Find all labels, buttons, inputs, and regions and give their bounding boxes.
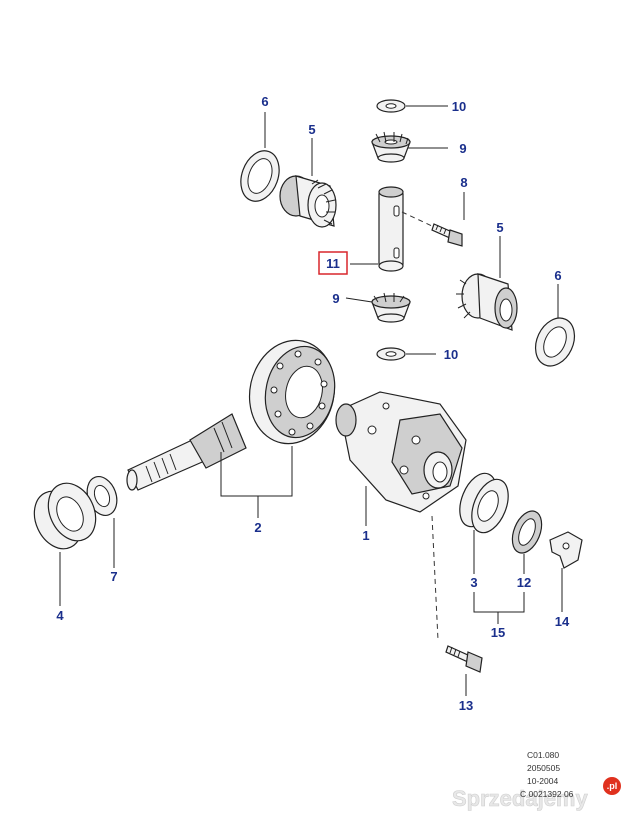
reference-line-1: C01.080 [527, 750, 559, 760]
part-washer-upper [376, 99, 406, 113]
callout-3: 3 [470, 575, 477, 590]
part-seal-ring-right [534, 317, 576, 367]
reference-line-3: 10-2004 [527, 776, 558, 786]
part-pinion-gear-lower [371, 292, 411, 323]
part-cross-shaft [378, 186, 404, 272]
part-bearing-left [33, 482, 97, 550]
callout-5-right: 5 [496, 220, 503, 235]
part-differential-case [335, 391, 467, 513]
part-ring-gear [248, 339, 336, 445]
part-side-gear-right [456, 273, 518, 331]
callout-5-upper: 5 [308, 122, 315, 137]
part-washer-lower [376, 347, 406, 361]
callout-1: 1 [362, 528, 369, 543]
part-bolt-upper [401, 211, 463, 247]
callout-4: 4 [56, 608, 64, 623]
part-pinion-gear-upper [371, 131, 411, 163]
watermark-badge-icon [603, 777, 621, 795]
callout-9-upper: 9 [459, 141, 466, 156]
watermark-badge: .pl [607, 781, 618, 791]
callout-14: 14 [555, 614, 570, 629]
reference-block: C01.080 2050505 10-2004 C 0021392 06 [520, 750, 574, 799]
watermark: Sprzedajemy .pl [452, 777, 621, 811]
callout-10-upper: 10 [452, 99, 466, 114]
part-bracket [549, 531, 583, 569]
reference-line-4: C 0021392 06 [520, 789, 574, 799]
callout-6-right: 6 [554, 268, 561, 283]
leader-lines [59, 105, 563, 696]
part-side-gear-left [279, 175, 337, 228]
callout-6-upper: 6 [261, 94, 268, 109]
callout-numbers: 6 5 10 9 8 5 11 9 6 10 2 1 4 7 3 12 15 1… [56, 94, 570, 713]
part-pinion-shaft [126, 413, 247, 491]
callout-9-lower: 9 [332, 291, 339, 306]
callout-10-lower: 10 [444, 347, 458, 362]
callout-8: 8 [460, 175, 467, 190]
part-drive-gear-ring [511, 510, 543, 554]
callout-13: 13 [459, 698, 473, 713]
part-bolt-lower [431, 515, 483, 673]
part-bearing-right [459, 472, 509, 534]
callout-15: 15 [491, 625, 505, 640]
callout-11: 11 [326, 256, 340, 271]
part-seal-ring-left [240, 150, 280, 202]
callout-7: 7 [110, 569, 117, 584]
watermark-text: Sprzedajemy [452, 786, 588, 811]
callout-12: 12 [517, 575, 531, 590]
callout-2: 2 [254, 520, 261, 535]
reference-line-2: 2050505 [527, 763, 560, 773]
callout-11-highlight-box [318, 251, 348, 275]
